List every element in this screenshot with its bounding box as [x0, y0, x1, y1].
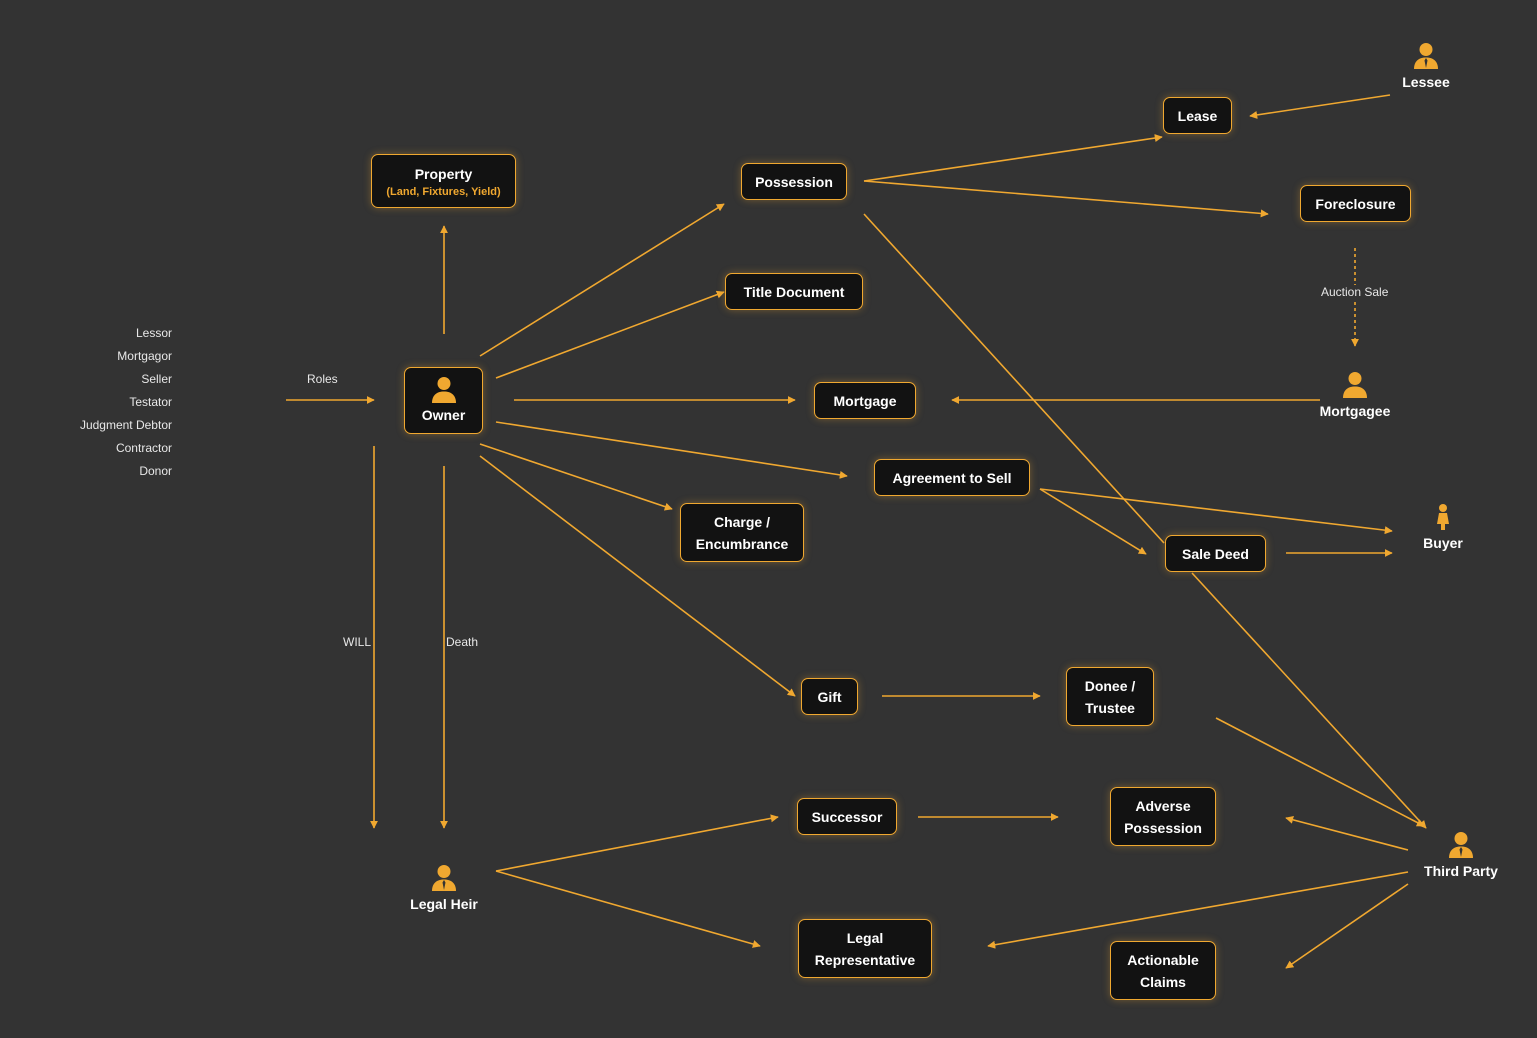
- node-lease[interactable]: Lease: [1163, 97, 1232, 134]
- node-sale-deed-label: Sale Deed: [1182, 545, 1249, 562]
- node-donee-line2: Trustee: [1085, 699, 1135, 716]
- actor-buyer-label: Buyer: [1423, 535, 1463, 551]
- actor-legal-heir-label: Legal Heir: [410, 896, 478, 912]
- node-legal-rep-line2: Representative: [814, 951, 916, 968]
- node-foreclosure[interactable]: Foreclosure: [1300, 185, 1411, 222]
- actor-buyer[interactable]: Buyer: [1413, 503, 1473, 551]
- node-possession[interactable]: Possession: [741, 163, 847, 200]
- node-owner[interactable]: Owner: [404, 367, 483, 434]
- edge-heir-successor: [495, 814, 779, 872]
- node-gift[interactable]: Gift: [801, 678, 858, 715]
- actor-mortgagee-label: Mortgagee: [1319, 403, 1391, 419]
- role-item: Seller: [141, 372, 172, 386]
- node-property-label: Property: [414, 166, 473, 182]
- role-item: Judgment Debtor: [79, 418, 172, 432]
- node-agreement-label: Agreement to Sell: [892, 469, 1012, 486]
- node-foreclosure-label: Foreclosure: [1315, 195, 1396, 212]
- edge-label-auction-sale: Auction Sale: [1320, 285, 1390, 299]
- edge-owner-agreement: [495, 421, 848, 479]
- role-item: Contractor: [115, 441, 172, 455]
- person-icon: [1343, 372, 1367, 398]
- node-donee-line1: Donee /: [1084, 677, 1136, 694]
- node-claims-line1: Actionable: [1127, 951, 1199, 968]
- node-sale-deed[interactable]: Sale Deed: [1165, 535, 1266, 572]
- edge-heir-representative: [495, 870, 761, 948]
- businessman-icon: [1414, 43, 1438, 69]
- actor-lessee-label: Lessee: [1402, 74, 1450, 90]
- node-donee-trustee[interactable]: Donee / Trustee: [1066, 667, 1154, 726]
- node-agreement-to-sell[interactable]: Agreement to Sell: [874, 459, 1030, 496]
- node-gift-label: Gift: [817, 688, 842, 705]
- edge-owner-possession: [479, 203, 725, 357]
- edge-owner-title: [495, 290, 725, 379]
- node-property[interactable]: Property (Land, Fixtures, Yield): [371, 154, 516, 208]
- edge-lessee-lease: [1249, 94, 1391, 119]
- node-owner-label: Owner: [421, 406, 466, 423]
- edge-label-roles: Roles: [306, 372, 339, 386]
- node-adverse-possession[interactable]: Adverse Possession: [1110, 787, 1216, 846]
- actor-third-party[interactable]: Third Party: [1418, 831, 1504, 879]
- node-charge-line1: Charge /: [713, 513, 770, 530]
- edge-owner-charge: [479, 443, 673, 511]
- woman-icon: [1437, 504, 1449, 530]
- edge-agreement-saledeed: [1039, 488, 1147, 555]
- node-legal-representative[interactable]: Legal Representative: [798, 919, 932, 978]
- edge-agreement-buyer: [1039, 488, 1393, 535]
- edge-thirdparty-representative: [987, 871, 1409, 949]
- node-possession-label: Possession: [755, 173, 833, 190]
- node-successor-label: Successor: [811, 808, 883, 825]
- edge-possession-foreclosure: [863, 180, 1269, 218]
- role-item: Lessor: [135, 326, 172, 340]
- edge-thirdparty-adverse: [1285, 815, 1409, 851]
- person-icon: [431, 376, 456, 403]
- role-item: Donor: [139, 464, 172, 478]
- node-mortgage[interactable]: Mortgage: [814, 382, 916, 419]
- edge-thirdparty-claims: [1285, 883, 1409, 969]
- role-item: Testator: [129, 395, 172, 409]
- node-title-document-label: Title Document: [743, 283, 845, 300]
- edge-owner-gift: [479, 455, 796, 697]
- edge-label-death: Death: [445, 635, 480, 649]
- edge-label-will: WILL: [342, 635, 373, 649]
- node-charge-encumbrance[interactable]: Charge / Encumbrance: [680, 503, 804, 562]
- node-adverse-line2: Possession: [1124, 819, 1202, 836]
- node-charge-line2: Encumbrance: [695, 535, 789, 552]
- actor-lessee[interactable]: Lessee: [1395, 42, 1457, 90]
- node-mortgage-label: Mortgage: [833, 392, 897, 409]
- node-title-document[interactable]: Title Document: [725, 273, 863, 310]
- businessman-icon: [1449, 832, 1473, 858]
- node-property-sub: (Land, Fixtures, Yield): [386, 186, 501, 198]
- actor-third-party-label: Third Party: [1424, 863, 1498, 879]
- node-claims-line2: Claims: [1140, 973, 1186, 990]
- edge-possession-lease: [863, 134, 1163, 182]
- edge-saledeed-thirdparty: [1191, 572, 1427, 829]
- role-item: Mortgagor: [117, 349, 172, 363]
- node-legal-rep-line1: Legal: [846, 929, 884, 946]
- actor-legal-heir[interactable]: Legal Heir: [404, 864, 484, 912]
- edge-possession-thirdparty: [863, 213, 1165, 544]
- edge-donee-thirdparty: [1215, 717, 1425, 827]
- node-adverse-line1: Adverse: [1135, 797, 1191, 814]
- node-lease-label: Lease: [1177, 107, 1218, 124]
- node-successor[interactable]: Successor: [797, 798, 897, 835]
- businessman-icon: [432, 865, 456, 891]
- node-actionable-claims[interactable]: Actionable Claims: [1110, 941, 1216, 1000]
- actor-mortgagee[interactable]: Mortgagee: [1310, 371, 1400, 419]
